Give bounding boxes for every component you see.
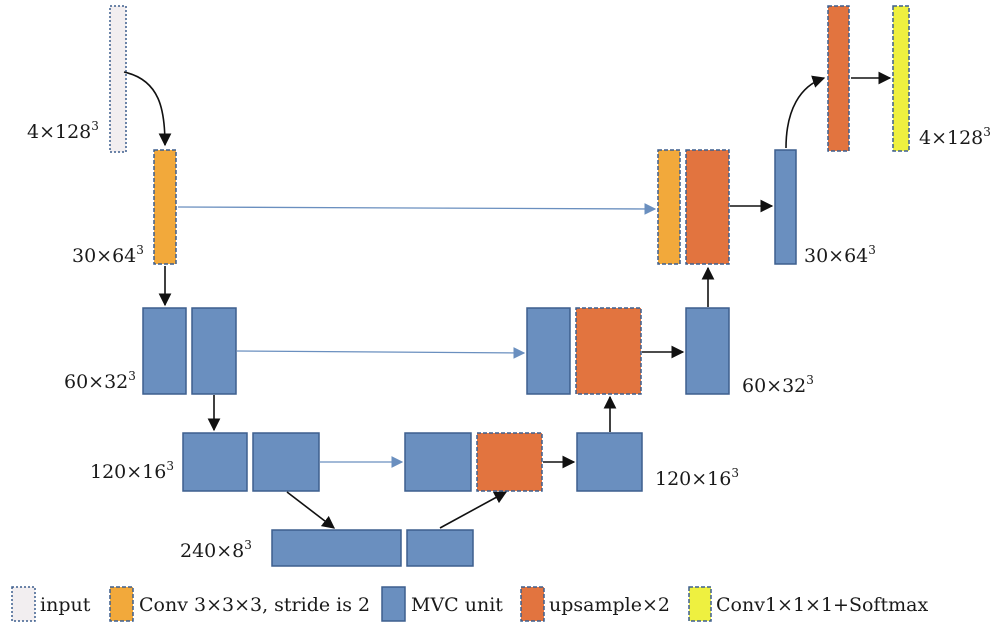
encoder-mvc-block-2b <box>191 307 237 395</box>
legend-upsample-swatch <box>520 586 545 622</box>
skip-connection-1 <box>177 203 657 215</box>
level3-left-label: 120×163 <box>90 459 174 483</box>
decoder-mvc-block-2a <box>526 307 571 395</box>
decoder-upsample-block-1 <box>685 149 730 265</box>
decoder-mvc-block-3a <box>404 432 472 492</box>
encoder-mvc-block-3a <box>182 432 248 492</box>
bottleneck-label: 240×83 <box>180 538 252 562</box>
legend-conv-swatch <box>109 586 134 622</box>
legend-input-label: input <box>40 594 91 616</box>
decoder-mvc-block-1 <box>774 149 797 265</box>
down-arrow-3 <box>286 491 336 529</box>
decoder-mvc-block-2b <box>685 307 730 395</box>
encoder-mvc-block-2a <box>142 307 187 395</box>
output-upsample-block <box>827 5 850 152</box>
level1-right-label: 30×643 <box>804 243 876 267</box>
up-arrow-1 <box>785 75 826 149</box>
level3-right-label: 120×163 <box>655 466 739 490</box>
output-shape-label: 4×1283 <box>919 125 991 149</box>
decoder-upsample-block-3 <box>476 432 543 492</box>
legend-mvc-label: MVC unit <box>411 594 503 616</box>
decoder-mvc-block-3b <box>576 432 643 492</box>
encoder-mvc-block-3b <box>252 432 320 492</box>
decoder-conv-block-1 <box>657 149 681 265</box>
level1-left-label: 30×643 <box>72 243 144 267</box>
softmax-block <box>892 5 910 152</box>
encoder-conv-block-1 <box>153 149 177 265</box>
bottleneck-mvc-block-b <box>406 529 474 567</box>
input-shape-label: 4×1283 <box>27 119 99 143</box>
input-block <box>109 5 127 153</box>
up-arrow-bottleneck <box>439 491 508 529</box>
bottleneck-mvc-block-a <box>271 529 402 567</box>
legend-upsample-label: upsample×2 <box>549 594 670 616</box>
level2-right-label: 60×323 <box>742 373 814 397</box>
legend-input-swatch <box>11 586 36 622</box>
decoder-upsample-block-2 <box>575 307 642 395</box>
legend-mvc-swatch <box>381 586 406 622</box>
level2-left-label: 60×323 <box>64 369 136 393</box>
legend: input Conv 3×3×3, stride is 2 MVC unit u… <box>11 586 928 622</box>
legend-softmax-swatch <box>688 586 712 622</box>
legend-softmax-label: Conv1×1×1+Softmax <box>716 594 928 616</box>
input-to-conv-arrow <box>123 71 172 147</box>
skip-connection-2 <box>236 347 526 359</box>
legend-conv-label: Conv 3×3×3, stride is 2 <box>139 594 370 616</box>
